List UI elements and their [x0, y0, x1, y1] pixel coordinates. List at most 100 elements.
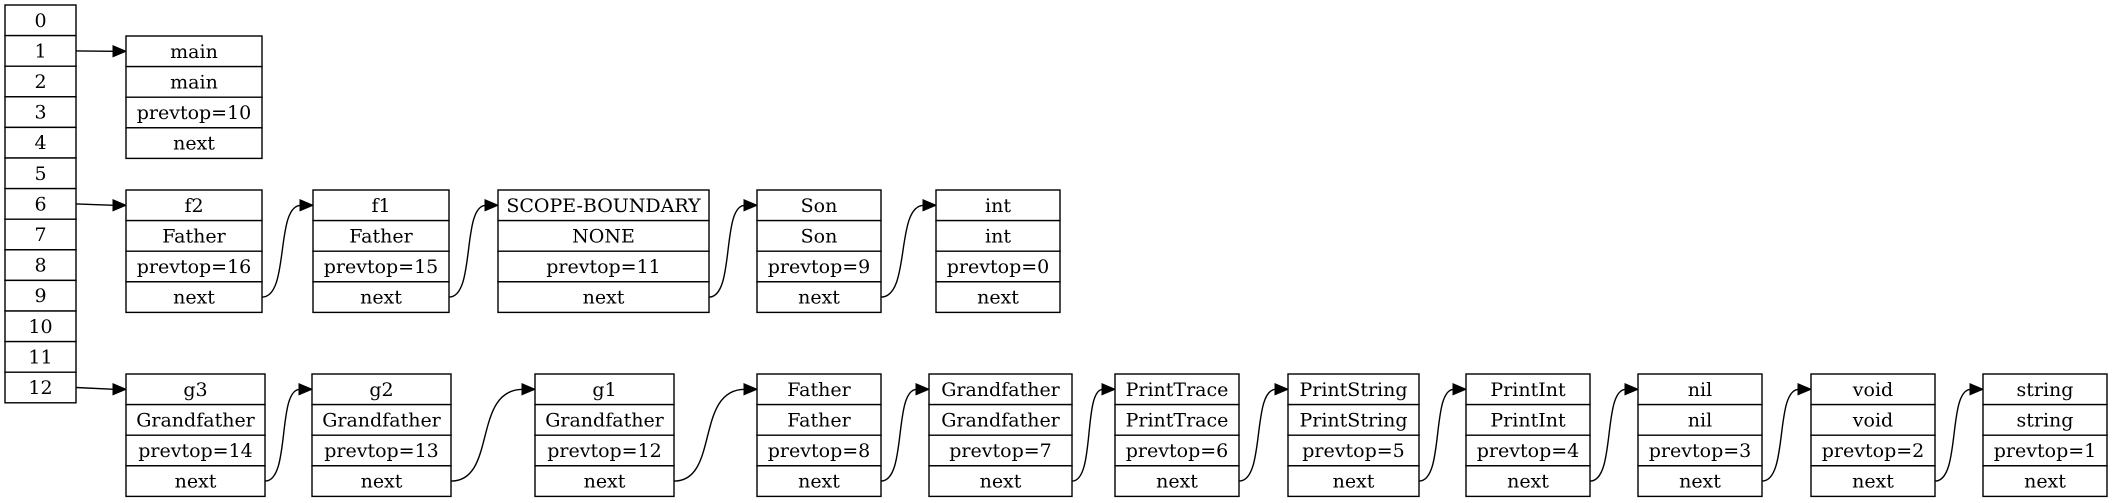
node-field-box [312, 250, 450, 283]
node-field-name: void [1852, 379, 1893, 401]
bucket-pointer-line [75, 203, 115, 206]
arrowhead [484, 199, 500, 212]
node-field-box [125, 96, 263, 129]
node-field-type: NONE [572, 225, 635, 247]
node-field-box [312, 219, 450, 252]
node-field-prevtop: prevtop=0 [947, 256, 1049, 278]
node-field-prevtop: prevtop=7 [949, 440, 1051, 462]
arrowhead [112, 383, 128, 396]
node-field-type: string [2017, 409, 2074, 431]
node-field-box [1114, 373, 1240, 406]
arrowhead [112, 199, 128, 212]
node-field-next: next [1507, 471, 1549, 493]
arrowhead [112, 45, 128, 58]
hash-table-cell: 2 [4, 65, 77, 98]
hash-table-index: 4 [34, 132, 46, 154]
next-pointer [1418, 383, 1468, 482]
arrowhead [915, 383, 931, 396]
arrowhead [521, 383, 537, 396]
next-pointer-curve [1589, 388, 1627, 482]
node-field-type: Son [801, 225, 838, 247]
node-field-next: next [1333, 471, 1375, 493]
node-field-name: g3 [183, 379, 207, 401]
node-field-box [1465, 434, 1591, 467]
hash-table-cell-box [4, 4, 77, 37]
hash-table-index: 0 [34, 10, 46, 32]
next-pointer-curve [1238, 388, 1277, 482]
node-field-box [125, 281, 263, 314]
node-field-next: next [175, 471, 217, 493]
hash-table-index: 10 [28, 316, 52, 338]
node-field-name: f2 [184, 195, 203, 217]
node-field-box [756, 219, 882, 252]
node-field-box [935, 189, 1061, 222]
bucket-pointer [75, 383, 128, 396]
node-field-box [125, 189, 263, 222]
next-pointer [1761, 383, 1813, 482]
next-pointer [1071, 383, 1117, 482]
node-field-prevtop: prevtop=12 [547, 440, 662, 462]
node-field-next: next [173, 287, 215, 309]
hash-table-index: 12 [28, 377, 52, 399]
node-field-next: next [798, 287, 840, 309]
node-field-name: Son [801, 195, 838, 217]
node-field-next: next [173, 133, 215, 155]
hash-table-cell: 12 [4, 371, 77, 404]
hash-table-index: 7 [34, 224, 46, 246]
hash-table-cell: 7 [4, 218, 77, 251]
node-field-name: main [170, 41, 218, 63]
hash-table-cell: 4 [4, 126, 77, 159]
node-field-box [311, 373, 452, 406]
node-field-name: f1 [371, 195, 390, 217]
next-pointer [708, 199, 759, 298]
node-field-prevtop: prevtop=5 [1302, 440, 1404, 462]
node-field-box [312, 281, 450, 314]
node-field-name: g1 [592, 379, 616, 401]
hash-table-cell: 0 [4, 4, 77, 37]
next-pointer-curve [1761, 388, 1800, 482]
node-field-type: Grandfather [136, 409, 255, 431]
node-field-type: Grandfather [941, 409, 1060, 431]
node-field-box [935, 281, 1061, 314]
hash-table-index: 6 [34, 193, 46, 215]
node-field-next: next [360, 287, 402, 309]
next-pointer-curve [880, 388, 918, 482]
node-field-name: PrintString [1299, 379, 1407, 401]
node-field-box [756, 373, 882, 406]
hash-table-index: 1 [34, 40, 46, 62]
node-field-next: next [977, 287, 1019, 309]
arrowhead [1624, 383, 1640, 396]
hash-table-index: 3 [34, 102, 46, 124]
node-field-box [1114, 434, 1240, 467]
node-field-box [311, 403, 452, 436]
node-field-box [1982, 434, 2108, 467]
next-pointer [1934, 383, 1985, 482]
hash-table-cell-box [4, 218, 77, 251]
hash-table-cell: 9 [4, 279, 77, 312]
node-field-box [928, 465, 1073, 498]
arrowhead [1101, 383, 1117, 396]
node-field-type: Father [787, 409, 851, 431]
hash-table-cell: 5 [4, 157, 77, 190]
bucket-pointer-line [75, 386, 115, 390]
hash-table-index: 11 [28, 346, 52, 368]
arrowhead [743, 383, 759, 396]
node-field-box [497, 250, 710, 283]
node-field-prevtop: prevtop=9 [768, 256, 870, 278]
node-field-name: int [985, 195, 1011, 217]
node-field-next: next [1852, 471, 1894, 493]
arrowhead [1797, 383, 1813, 396]
next-pointer-curve [1418, 388, 1455, 482]
next-pointer [880, 383, 931, 482]
node-field-prevtop: prevtop=15 [324, 256, 439, 278]
arrowhead [922, 199, 938, 212]
